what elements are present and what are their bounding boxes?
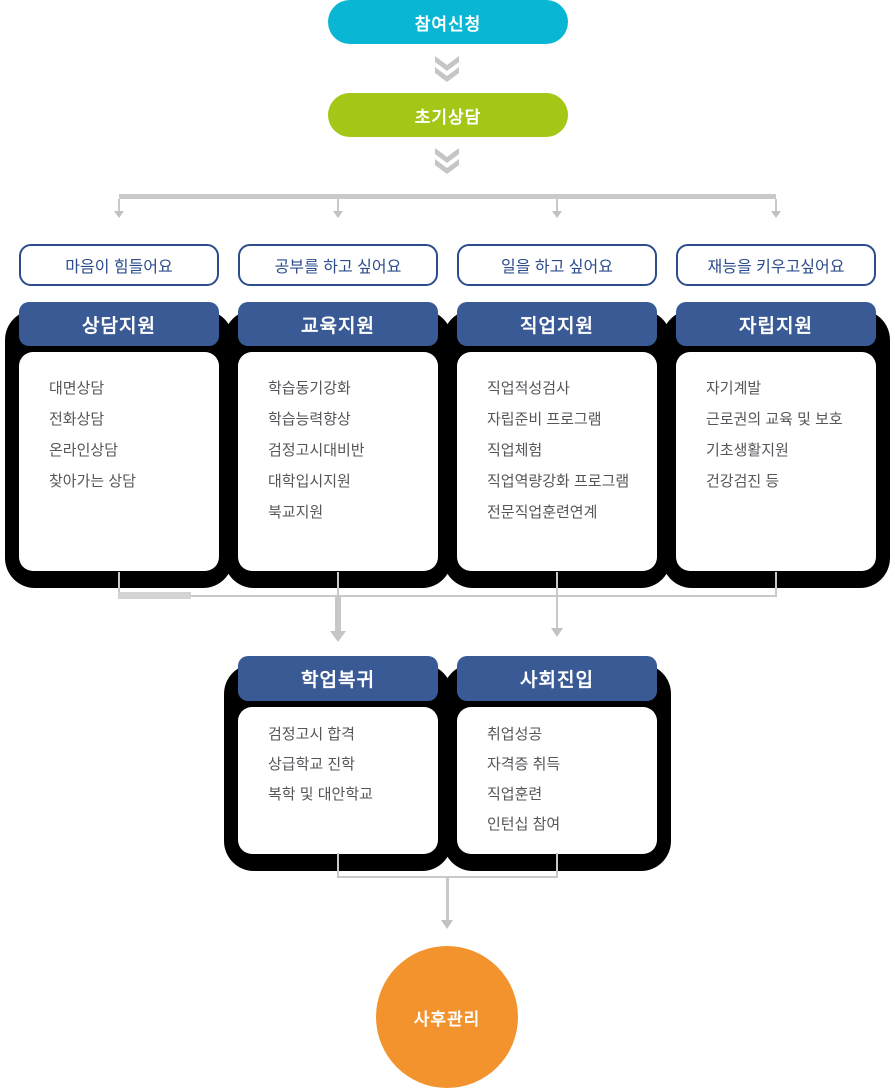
question-box-job: 일을 하고 싶어요 — [457, 244, 657, 286]
connector-line — [775, 572, 777, 596]
list-item: 복학 및 대안학교 — [268, 786, 373, 803]
list-item: 인턴십 참여 — [487, 816, 561, 833]
list-item: 대학입시지원 — [268, 473, 351, 490]
list-item: 건강검진 등 — [706, 473, 780, 490]
list-item: 찾아가는 상담 — [49, 473, 136, 490]
question-box-counseling: 마음이 힘들어요 — [19, 244, 219, 286]
branch-drop-line — [556, 199, 558, 212]
card-header: 직업지원 — [457, 302, 657, 346]
list-item: 전화상담 — [49, 411, 105, 428]
list-item: 상급학교 진학 — [268, 756, 355, 773]
question-label: 마음이 힘들어요 — [65, 259, 173, 276]
merge-horizontal-line — [119, 595, 777, 597]
arrow-down-icon — [551, 628, 563, 637]
card-header-label: 자립지원 — [739, 315, 813, 337]
arrow-down-icon — [771, 211, 781, 218]
branch-drop-line — [118, 199, 120, 212]
card-header: 상담지원 — [19, 302, 219, 346]
card-header-label: 사회진입 — [520, 670, 594, 691]
initial-counseling-pill-label: 초기상담 — [414, 107, 482, 127]
list-item: 대면상담 — [49, 380, 105, 397]
card-body: 자기계발 근로권의 교육 및 보호 기초생활지원 건강검진 등 — [676, 352, 876, 571]
arrow-line — [556, 597, 558, 629]
aftercare-circle: 사후관리 — [376, 946, 518, 1088]
aftercare-label: 사후관리 — [413, 1009, 481, 1029]
list-item: 검정고시 합격 — [268, 726, 355, 743]
connector-line — [337, 853, 339, 878]
list-item: 학습동기강화 — [268, 380, 351, 397]
arrow-down-icon — [330, 631, 346, 642]
list-item: 취업성공 — [487, 726, 543, 743]
list-item: 직업적성검사 — [487, 380, 570, 397]
question-box-talent: 재능을 키우고싶어요 — [676, 244, 876, 286]
list-item: 기초생활지원 — [706, 442, 789, 459]
apply-pill-label: 참여신청 — [414, 14, 482, 34]
arrow-down-icon — [441, 920, 453, 929]
card-counseling-support: 상담지원 대면상담 전화상담 온라인상담 찾아가는 상담 — [5, 302, 233, 588]
connector-line — [118, 572, 120, 596]
card-header: 사회진입 — [457, 656, 657, 701]
list-item: 자기계발 — [706, 380, 762, 397]
question-label: 공부를 하고 싶어요 — [274, 259, 402, 276]
double-chevron-down-icon — [435, 56, 459, 82]
card-body: 학습동기강화 학습능력향상 검정고시대비반 대학입시지원 북교지원 — [238, 352, 438, 571]
card-school-return: 학업복귀 검정고시 합격 상급학교 진학 복학 및 대안학교 — [224, 656, 452, 871]
connector-line — [556, 853, 558, 878]
connector-line — [337, 572, 339, 596]
arrow-down-icon — [552, 211, 562, 218]
card-job-support: 직업지원 직업적성검사 자립준비 프로그램 직업체험 직업역량강화 프로그램 전… — [443, 302, 671, 588]
list-item: 자격증 취득 — [487, 756, 561, 773]
card-header-label: 학업복귀 — [301, 670, 375, 691]
card-body: 직업적성검사 자립준비 프로그램 직업체험 직업역량강화 프로그램 전문직업훈련… — [457, 352, 657, 571]
card-header-label: 상담지원 — [82, 315, 156, 337]
list-item: 전문직업훈련연계 — [487, 504, 598, 521]
list-item: 직업체험 — [487, 442, 543, 459]
card-header-label: 직업지원 — [520, 315, 594, 337]
arrow-down-icon — [114, 211, 124, 218]
list-item: 직업역량강화 프로그램 — [487, 473, 630, 490]
question-box-education: 공부를 하고 싶어요 — [238, 244, 438, 286]
thick-line-segment — [118, 592, 191, 599]
merge-horizontal-line — [338, 876, 558, 878]
list-item: 학습능력향상 — [268, 411, 351, 428]
connector-line — [556, 572, 558, 596]
card-header-label: 교육지원 — [301, 315, 375, 337]
apply-pill: 참여신청 — [328, 0, 568, 44]
branch-drop-line — [775, 199, 777, 212]
question-label: 재능을 키우고싶어요 — [707, 259, 845, 276]
card-society-entry: 사회진입 취업성공 자격증 취득 직업훈련 인턴십 참여 — [443, 656, 671, 871]
list-item: 북교지원 — [268, 504, 324, 521]
list-item: 근로권의 교육 및 보호 — [706, 411, 843, 428]
card-independence-support: 자립지원 자기계발 근로권의 교육 및 보호 기초생활지원 건강검진 등 — [662, 302, 890, 588]
card-body: 대면상담 전화상담 온라인상담 찾아가는 상담 — [19, 352, 219, 571]
list-item: 직업훈련 — [487, 786, 543, 803]
initial-counseling-pill: 초기상담 — [328, 93, 568, 137]
arrow-line — [446, 878, 449, 921]
card-education-support: 교육지원 학습동기강화 학습능력향상 검정고시대비반 대학입시지원 북교지원 — [224, 302, 452, 588]
card-header: 자립지원 — [676, 302, 876, 346]
arrow-line — [335, 597, 341, 632]
card-header: 교육지원 — [238, 302, 438, 346]
list-item: 검정고시대비반 — [268, 442, 365, 459]
list-item: 온라인상담 — [49, 442, 119, 459]
card-body: 검정고시 합격 상급학교 진학 복학 및 대안학교 — [238, 707, 438, 854]
arrow-down-icon — [333, 211, 343, 218]
card-body: 취업성공 자격증 취득 직업훈련 인턴십 참여 — [457, 707, 657, 854]
card-header: 학업복귀 — [238, 656, 438, 701]
branch-drop-line — [337, 199, 339, 212]
branch-horizontal-line — [119, 194, 776, 199]
list-item: 자립준비 프로그램 — [487, 411, 602, 428]
question-label: 일을 하고 싶어요 — [501, 259, 613, 276]
double-chevron-down-icon — [435, 148, 459, 174]
